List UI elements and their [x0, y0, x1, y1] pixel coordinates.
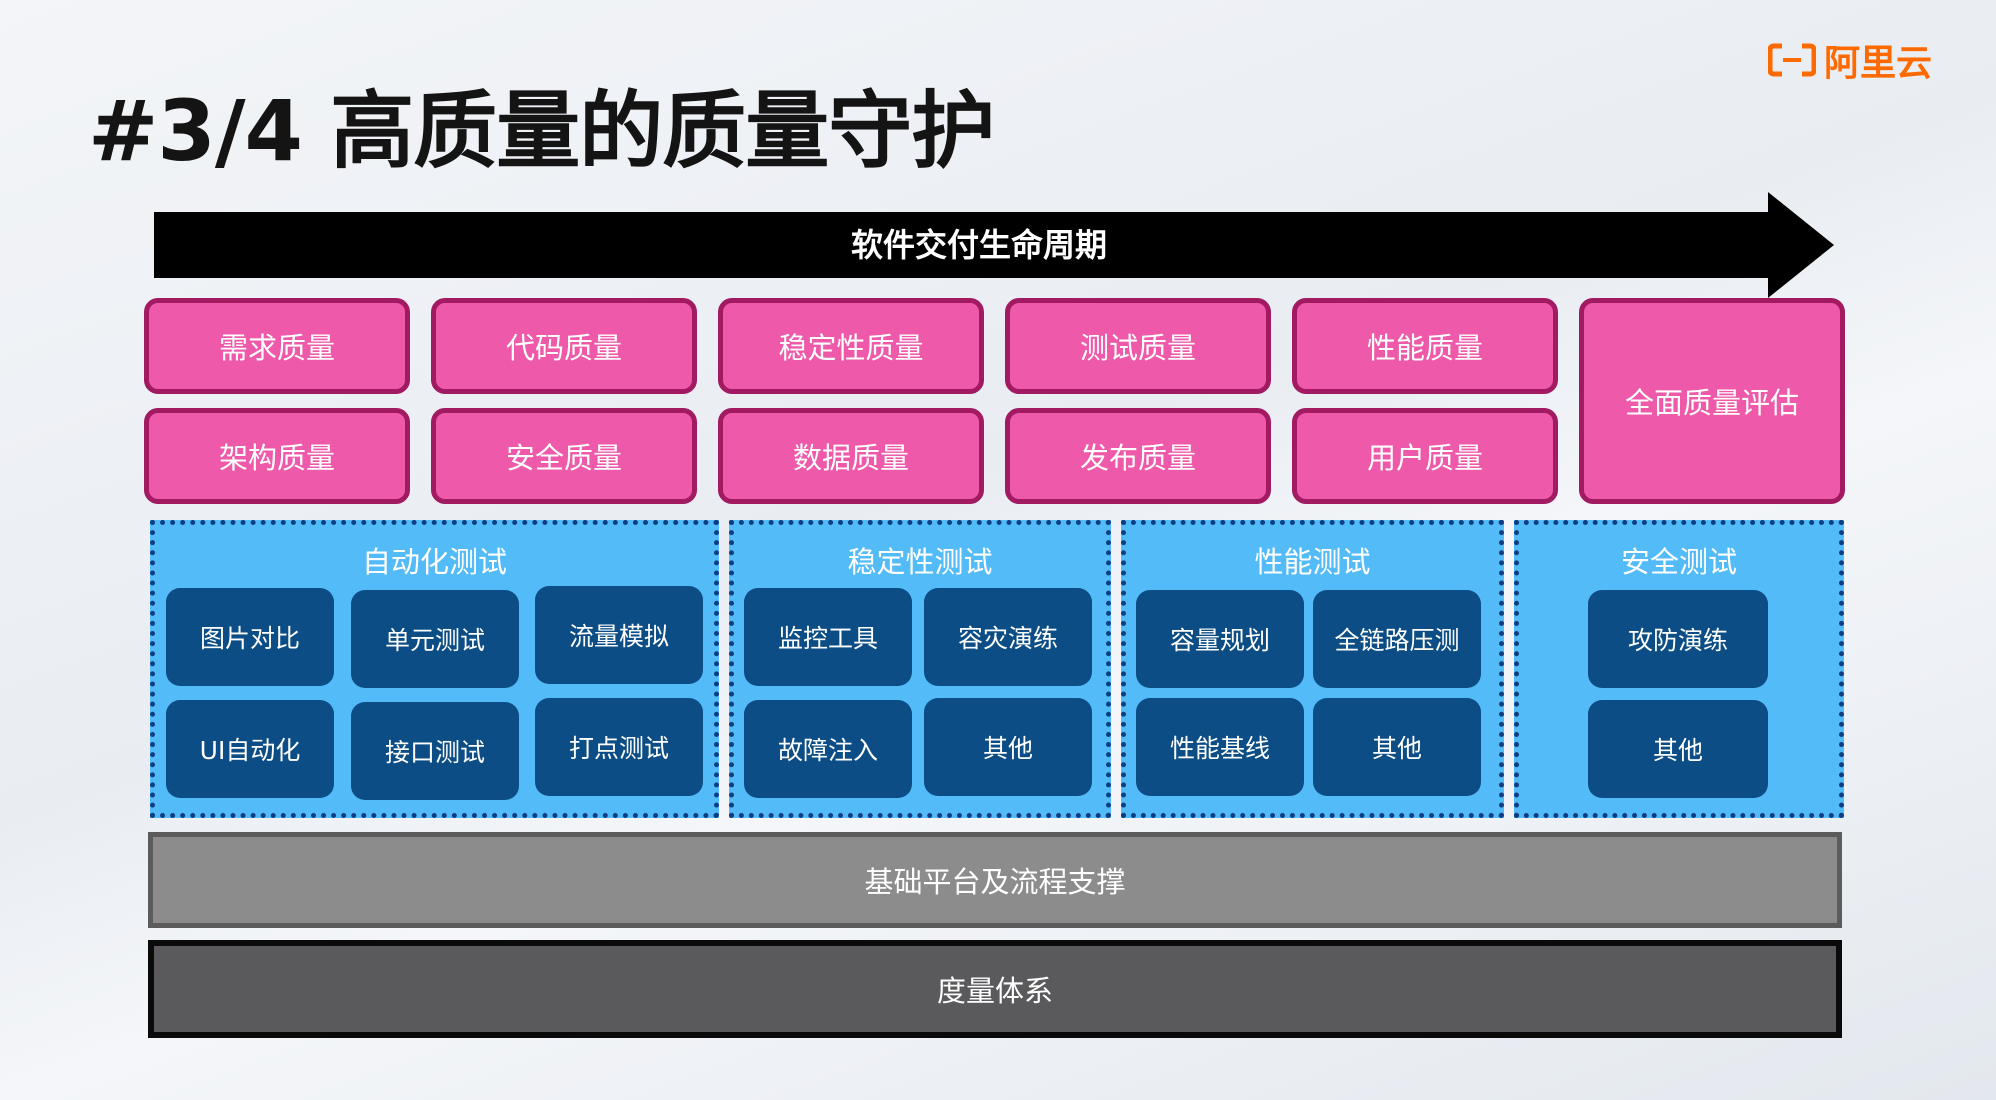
platform-layer: 基础平台及流程支撑 [148, 832, 1842, 928]
test-item: 攻防演练 [1588, 590, 1768, 688]
quality-box: 需求质量 [144, 298, 410, 394]
lifecycle-label: 软件交付生命周期 [850, 226, 1107, 264]
quality-box-overall: 全面质量评估 [1579, 298, 1845, 504]
test-item: UI自动化 [166, 700, 334, 798]
test-item: 接口测试 [351, 702, 519, 800]
test-item: 图片对比 [166, 588, 334, 686]
page-title: #3/4 高质量的质量守护 [88, 82, 995, 180]
test-group-title: 安全测试 [1620, 545, 1737, 579]
test-group-title: 性能测试 [1254, 545, 1371, 579]
quality-box: 发布质量 [1005, 408, 1271, 504]
test-item: 容量规划 [1136, 590, 1304, 688]
quality-box: 用户质量 [1292, 408, 1558, 504]
test-item: 全链路压测 [1313, 590, 1481, 688]
test-group-title: 自动化测试 [361, 545, 507, 579]
quality-box: 数据质量 [718, 408, 984, 504]
test-item: 性能基线 [1136, 698, 1304, 796]
test-item: 单元测试 [351, 590, 519, 688]
aliyun-logo-icon [1768, 43, 1816, 77]
quality-box: 安全质量 [431, 408, 697, 504]
test-item: 其他 [924, 698, 1092, 796]
quality-box: 架构质量 [144, 408, 410, 504]
test-item: 其他 [1313, 698, 1481, 796]
lifecycle-arrow [154, 192, 1834, 298]
test-item: 容灾演练 [924, 588, 1092, 686]
test-item: 其他 [1588, 700, 1768, 798]
quality-box: 代码质量 [431, 298, 697, 394]
test-item: 打点测试 [535, 698, 703, 796]
test-group-title: 稳定性测试 [847, 545, 993, 579]
quality-box: 性能质量 [1292, 298, 1558, 394]
test-item: 流量模拟 [535, 586, 703, 684]
test-item: 故障注入 [744, 700, 912, 798]
metrics-layer: 度量体系 [148, 940, 1842, 1038]
logo-text: 阿里云 [1824, 43, 1933, 84]
aliyun-logo: 阿里云 [1768, 40, 1932, 84]
quality-box: 稳定性质量 [718, 298, 984, 394]
test-item: 监控工具 [744, 588, 912, 686]
quality-box: 测试质量 [1005, 298, 1271, 394]
